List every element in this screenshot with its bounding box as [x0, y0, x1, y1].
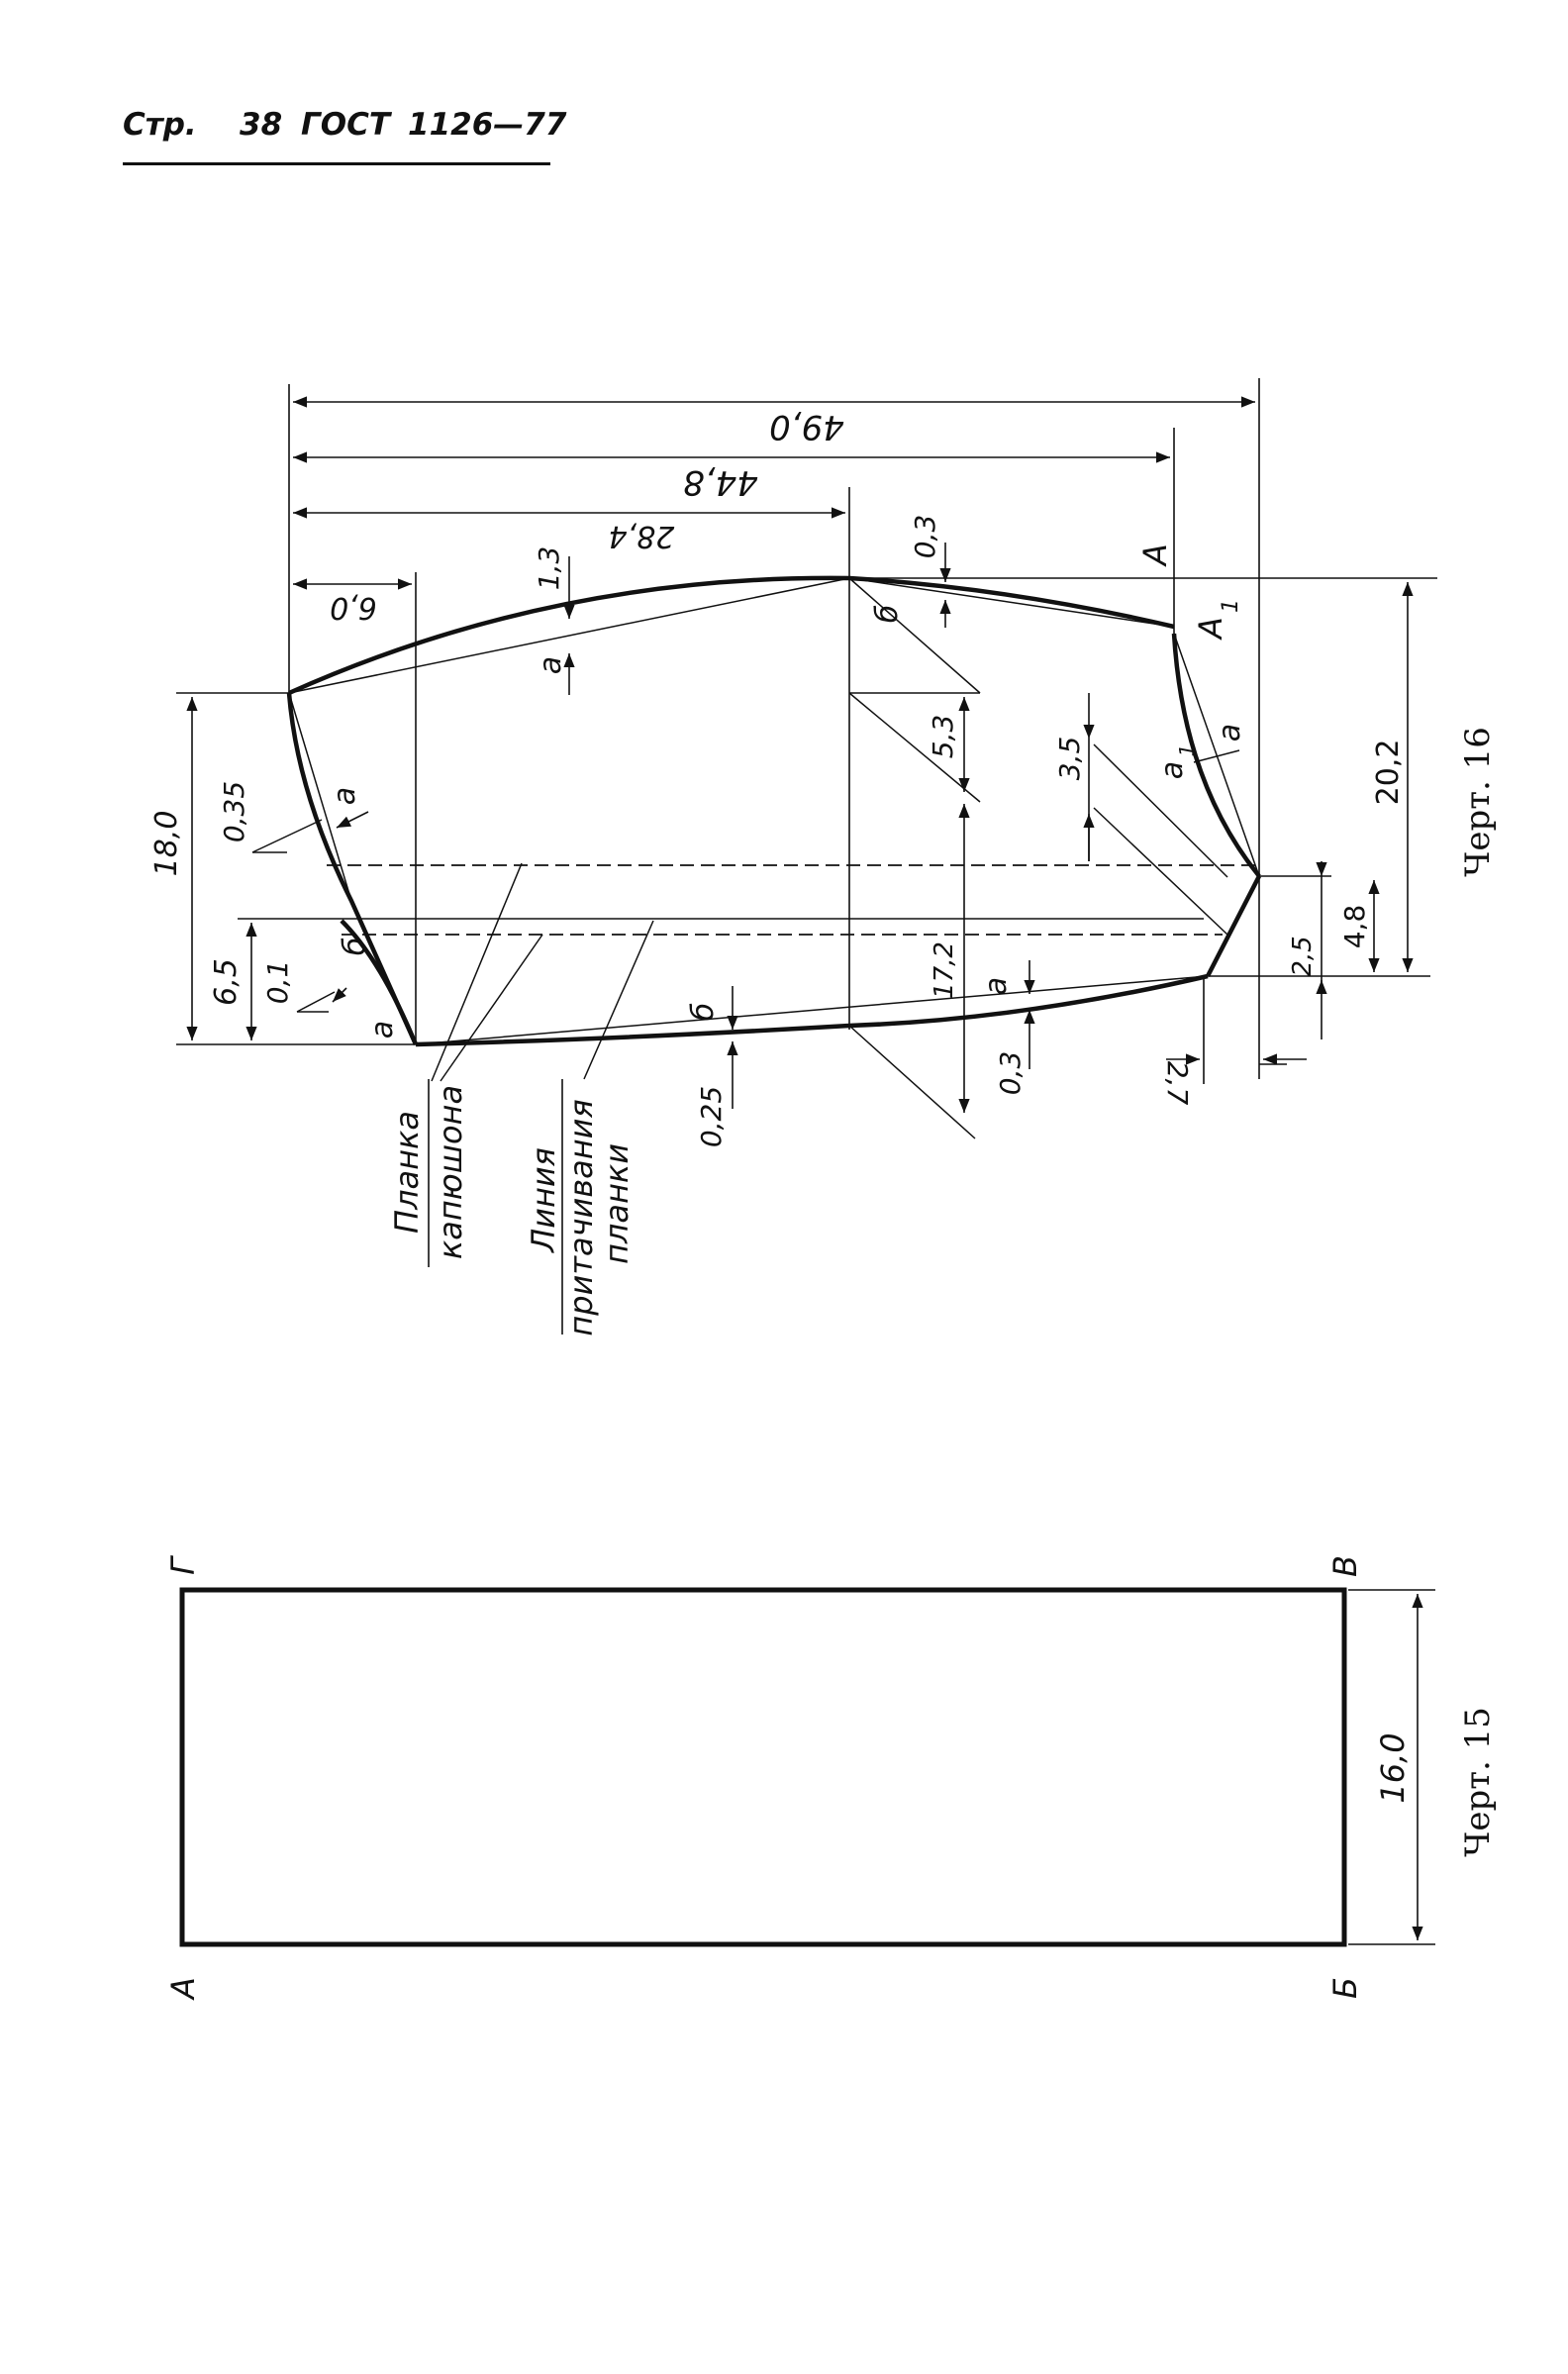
caption-chert-16: Черт. 16: [1458, 727, 1498, 877]
dim-overall-width: 49,0: [769, 407, 844, 446]
chord-lines: [251, 577, 1260, 1139]
point-a: А: [1136, 544, 1174, 567]
mark-a-bottom-right: а: [979, 977, 1014, 995]
dim-right-height: 20,2: [1371, 740, 1406, 806]
mark-b-left: б: [338, 938, 372, 956]
dim-bottom-bulge: 0,25: [695, 1086, 728, 1147]
rectangle-piece: [179, 1587, 1347, 1947]
extension-lines: [176, 378, 1437, 1084]
callout-labels: Планка капюшона Линия притачивания планк…: [388, 1079, 636, 1336]
standard-name: ГОСТ: [301, 107, 391, 143]
dim-mid-height-upper: 5,3: [927, 715, 959, 759]
dim-width-to-a: 44,8: [683, 462, 758, 502]
dim-left-height: 18,0: [149, 811, 184, 877]
label-planka-2: капюшона: [432, 1085, 469, 1259]
dim-top-right-bulge: 0,3: [909, 515, 941, 559]
corner-bottom-left: А: [164, 1977, 202, 2001]
label-planka-1: Планка: [388, 1111, 426, 1234]
mark-a1-right-sub: 1: [1175, 744, 1199, 757]
mark-b-bottom: б: [686, 1003, 721, 1022]
mark-a1-right: а: [1155, 761, 1190, 779]
dim-mid-height-lower: 17,2: [930, 941, 959, 999]
extension-lines-15: [1348, 1589, 1435, 1945]
dim-width-to-apex: 28,4: [609, 519, 675, 553]
drawing-16: 49,0 44,8 28,4 6,0 18,0 6,5 20,2 4,8 2,5…: [149, 378, 1498, 1336]
mark-a-left-lower: а: [365, 1021, 400, 1039]
dim-bottom-right-bulge: 0,3: [994, 1051, 1027, 1096]
standard-code: 1126—77: [408, 107, 567, 143]
dimension-texts: 49,0 44,8 28,4 6,0 18,0 6,5 20,2 4,8 2,5…: [149, 407, 1406, 1147]
page-header: Стр. 38 ГОСТ 1126—77: [123, 107, 566, 170]
page-number: 38: [240, 107, 283, 143]
mark-a-left: а: [328, 787, 362, 805]
dim-left-lower: 6,5: [209, 958, 244, 1006]
page-label: Стр.: [123, 107, 197, 143]
dim-left-lower-bulge: 0,1: [261, 960, 294, 1005]
point-labels: А А 1: [1136, 544, 1243, 641]
corner-bottom-right: Б: [1326, 1977, 1364, 1999]
point-a1: А: [1192, 617, 1229, 641]
label-liniya-2: притачивания: [562, 1099, 600, 1335]
caption-chert-15: Черт. 15: [1458, 1707, 1498, 1857]
dim-left-offset: 6,0: [330, 590, 377, 625]
dim-bottom-offset: 2,7: [1161, 1061, 1194, 1106]
header-rule: [123, 162, 550, 165]
corner-top-left: Г: [164, 1555, 202, 1575]
mark-a-right: а: [1213, 724, 1247, 742]
dimension-lines: [186, 396, 1414, 1113]
dim-top-bulge: 1,3: [533, 546, 565, 591]
label-liniya-3: планки: [598, 1143, 636, 1264]
dim-height-16: 16,0: [1374, 1732, 1412, 1803]
drawing-15: 16,0 Г В А Б Черт. 15: [164, 1555, 1498, 2001]
point-a1-sub: 1: [1219, 599, 1243, 613]
dashed-lines: [327, 864, 1259, 936]
corner-top-right: В: [1326, 1555, 1364, 1577]
mark-b-top: б: [870, 605, 905, 624]
pattern-outline: [286, 575, 1262, 1047]
label-liniya-1: Линия: [525, 1147, 562, 1253]
mark-a-top: а: [534, 656, 568, 674]
dim-right-lower: 4,8: [1338, 905, 1371, 949]
dim-right-inner: 3,5: [1053, 737, 1086, 781]
curve-marks: а б а а 1 а б а б а: [328, 605, 1247, 1039]
dim-right-lower-small: 2,5: [1288, 936, 1318, 976]
dim-left-bulge: 0,35: [218, 781, 250, 842]
